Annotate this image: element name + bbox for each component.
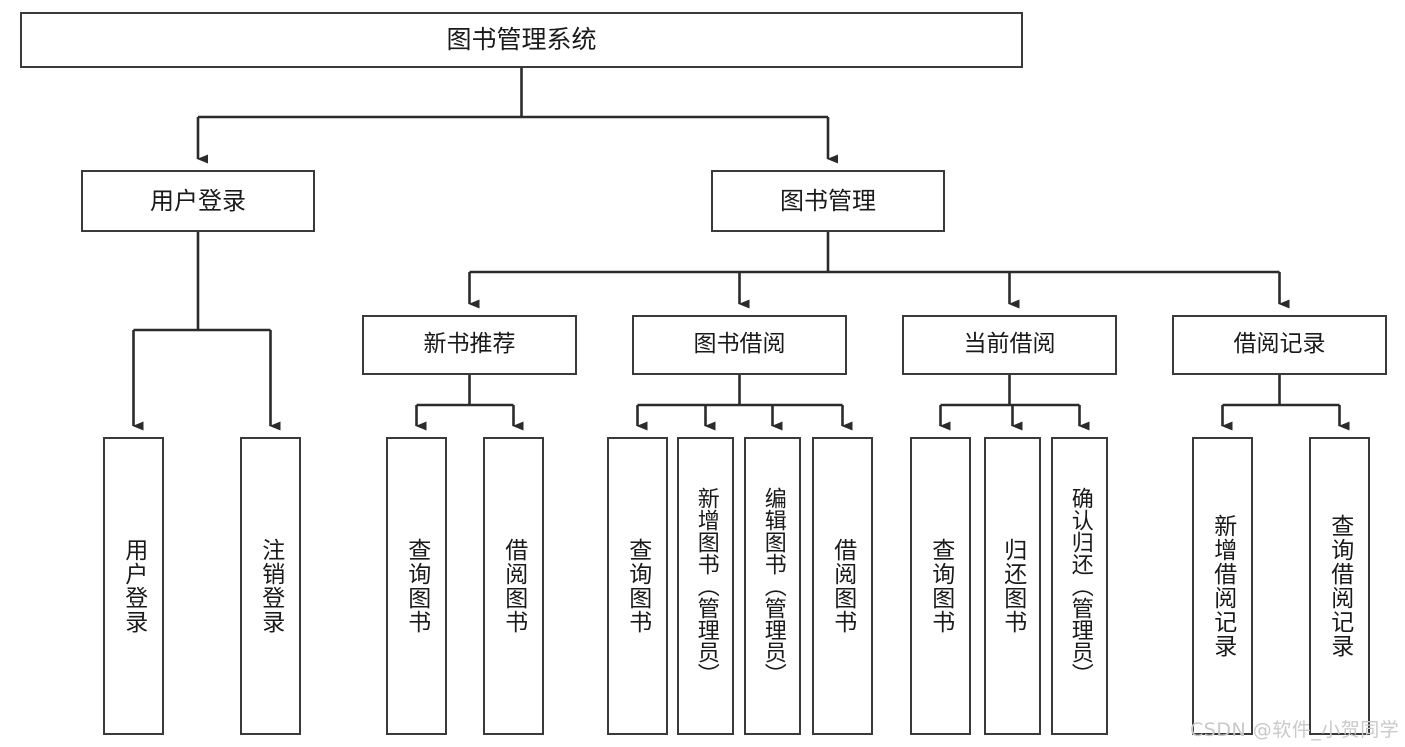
node-leaf-query-book-current[interactable]: 查询图书 bbox=[910, 437, 971, 735]
node-label-new-book-recommend: 新书推荐 bbox=[423, 331, 516, 358]
node-leaf-query-book-recommend[interactable]: 查询图书 bbox=[386, 437, 447, 735]
node-root[interactable]: 图书管理系统 bbox=[20, 12, 1023, 68]
node-label-current-borrow: 当前借阅 bbox=[963, 331, 1056, 358]
node-leaf-user-login[interactable]: 用户登录 bbox=[103, 437, 164, 735]
node-leaf-logout[interactable]: 注销登录 bbox=[240, 437, 301, 735]
node-leaf-borrow-book-recommend[interactable]: 借阅图书 bbox=[483, 437, 544, 735]
node-label-leaf-add-record: 新增借阅记录 bbox=[1209, 514, 1236, 658]
node-borrow-record[interactable]: 借阅记录 bbox=[1172, 315, 1387, 375]
node-label-book-borrow: 图书借阅 bbox=[693, 331, 786, 358]
node-label-leaf-confirm-return: 确认归还（管理员） bbox=[1067, 487, 1093, 685]
node-label-leaf-query-book-recommend: 查询图书 bbox=[403, 538, 430, 634]
node-leaf-confirm-return[interactable]: 确认归还（管理员） bbox=[1051, 437, 1108, 735]
node-leaf-add-record[interactable]: 新增借阅记录 bbox=[1192, 437, 1253, 735]
node-book-manage[interactable]: 图书管理 bbox=[711, 170, 945, 232]
node-user-login[interactable]: 用户登录 bbox=[81, 170, 315, 232]
node-leaf-query-book-borrow[interactable]: 查询图书 bbox=[607, 437, 668, 735]
node-leaf-edit-book[interactable]: 编辑图书（管理员） bbox=[744, 437, 801, 735]
node-label-leaf-logout: 注销登录 bbox=[257, 538, 284, 634]
node-label-leaf-query-record: 查询借阅记录 bbox=[1326, 514, 1353, 658]
node-label-leaf-return-book: 归还图书 bbox=[999, 538, 1026, 634]
node-label-leaf-edit-book: 编辑图书（管理员） bbox=[760, 487, 786, 685]
node-label-leaf-user-login: 用户登录 bbox=[120, 538, 147, 634]
node-label-leaf-query-book-borrow: 查询图书 bbox=[624, 538, 651, 634]
node-label-user-login: 用户登录 bbox=[150, 186, 246, 215]
node-new-book-recommend[interactable]: 新书推荐 bbox=[362, 315, 577, 375]
node-leaf-borrow-book[interactable]: 借阅图书 bbox=[812, 437, 873, 735]
node-leaf-return-book[interactable]: 归还图书 bbox=[984, 437, 1041, 735]
node-label-leaf-borrow-book-recommend: 借阅图书 bbox=[500, 538, 527, 634]
node-leaf-add-book[interactable]: 新增图书（管理员） bbox=[677, 437, 734, 735]
node-label-root: 图书管理系统 bbox=[446, 25, 597, 54]
node-current-borrow[interactable]: 当前借阅 bbox=[902, 315, 1117, 375]
node-label-leaf-borrow-book: 借阅图书 bbox=[829, 538, 856, 634]
node-leaf-query-record[interactable]: 查询借阅记录 bbox=[1309, 437, 1370, 735]
node-label-leaf-add-book: 新增图书（管理员） bbox=[693, 487, 719, 685]
node-book-borrow[interactable]: 图书借阅 bbox=[632, 315, 847, 375]
node-label-leaf-query-book-current: 查询图书 bbox=[927, 538, 954, 634]
node-label-borrow-record: 借阅记录 bbox=[1233, 331, 1326, 358]
node-label-book-manage: 图书管理 bbox=[780, 186, 876, 215]
